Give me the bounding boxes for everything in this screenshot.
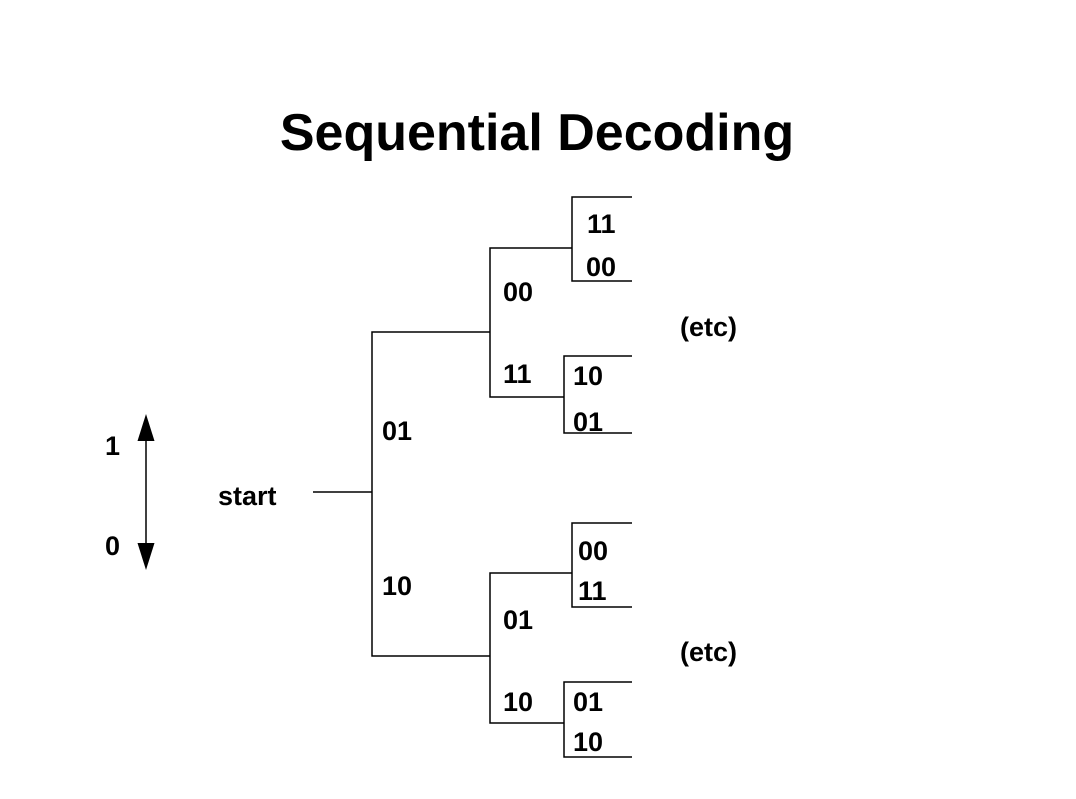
tree-branch-011 (571, 522, 632, 573)
branch-label-0: 10 (382, 571, 412, 601)
branch-label-101: 10 (573, 361, 603, 391)
tree-branch-00 (489, 656, 564, 724)
input-1-label: 1 (105, 431, 120, 461)
branch-label-010: 11 (578, 576, 607, 606)
etc-label-lower: (etc) (680, 637, 737, 667)
page-title: Sequential Decoding (280, 104, 794, 162)
tree-branch-010 (571, 573, 632, 608)
tree-branch-11 (489, 247, 572, 332)
tree-branch-101 (563, 355, 632, 397)
branch-label-011: 00 (578, 536, 608, 566)
branch-label-111: 11 (587, 209, 616, 239)
input-direction-legend: 1 0 (105, 414, 155, 570)
tree-branch-100 (563, 397, 632, 434)
tree-edges (313, 196, 632, 758)
tree-branch-001 (563, 681, 632, 723)
tree-branch-111 (571, 196, 632, 248)
tree-branch-110 (571, 248, 632, 282)
branch-label-01: 01 (503, 605, 533, 635)
up-down-arrow-icon (137, 414, 155, 570)
branch-label-10: 11 (503, 359, 532, 389)
branch-label-001: 01 (573, 687, 603, 717)
tree-branch-10 (489, 332, 564, 398)
tree-branch-0 (371, 492, 490, 657)
branch-label-110: 00 (586, 252, 616, 282)
branch-label-11: 00 (503, 277, 533, 307)
branch-label-000: 10 (573, 727, 603, 757)
branch-label-1: 01 (382, 416, 412, 446)
input-0-label: 0 (105, 531, 120, 561)
branch-label-00: 10 (503, 687, 533, 717)
etc-label-upper: (etc) (680, 312, 737, 342)
tree-branch-000 (563, 723, 632, 758)
branch-label-100: 01 (573, 407, 603, 437)
tree-branch-1 (371, 331, 490, 492)
start-label: start (218, 481, 277, 511)
tree-branch-01 (489, 572, 572, 656)
